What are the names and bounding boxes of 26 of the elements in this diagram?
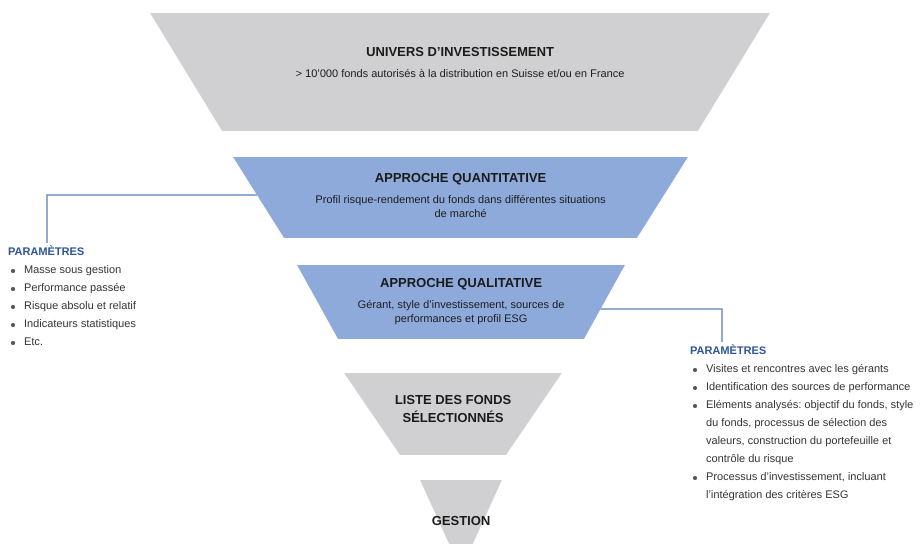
list-item: Eléments analysés: objectif du fonds, style du fonds, processus de sélection des valeurs, construction du portefeuille et contrôle du risque [706, 398, 914, 467]
list-item: Performance passée [24, 281, 126, 296]
list-item: Visites et rencontres avec les gérants [706, 362, 889, 377]
list-heading: PARAMÈTRES [690, 343, 768, 359]
stage-title: GESTION [432, 512, 490, 530]
stage-title: LISTE DES FONDS SÉLECTIONNÉS [394, 391, 512, 427]
list-item: Identification des sources de performance [706, 380, 910, 395]
leader-line [600, 308, 723, 342]
list-heading: PARAMÈTRES [8, 244, 86, 260]
list-item: Etc. [24, 335, 43, 350]
stage-description: > 10’000 fonds autorisés à la distribution en Suisse et/ou en France [296, 67, 624, 81]
list-item: Processus d’investissement, incluant l’intégration des critères ESG [706, 470, 887, 503]
funnel-stage [150, 13, 770, 131]
stage-description: Gérant, style d’investissement, sources de performances et profil ESG [356, 298, 566, 326]
stage-title: APPROCHE QUALITATIVE [380, 274, 542, 292]
funnel-stage [344, 373, 562, 455]
stage-description: Profil risque-rendement du fonds dans différentes situations de marché [314, 193, 607, 221]
stage-title: APPROCHE QUANTITATIVE [374, 169, 546, 187]
list-item: Risque absolu et relatif [24, 299, 136, 314]
list-item: Masse sous gestion [24, 263, 122, 278]
funnel-stage [233, 157, 688, 238]
funnel-stage [420, 480, 502, 544]
funnel-stage [297, 265, 625, 339]
stage-title: UNIVERS D’INVESTISSEMENT [366, 43, 554, 61]
leader-line [46, 194, 257, 243]
list-item: Indicateurs statistiques [24, 317, 136, 332]
